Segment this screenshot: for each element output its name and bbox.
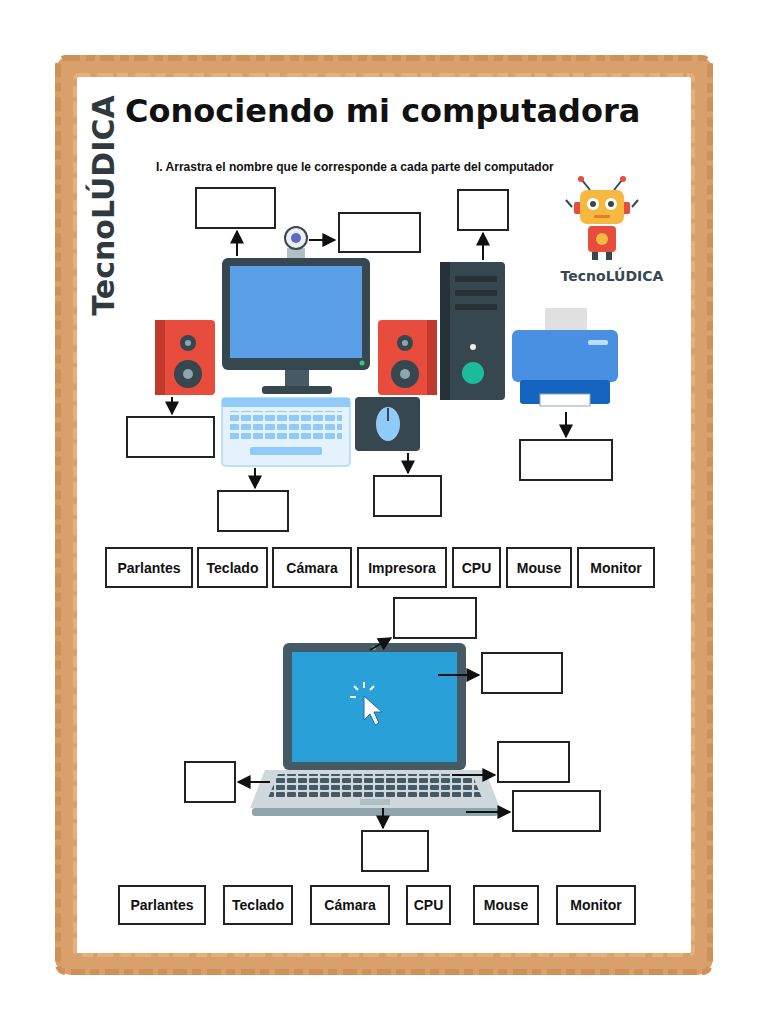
word-box: Mouse [473, 885, 539, 925]
word-label: Mouse [484, 897, 528, 913]
word-box: Cámara [310, 885, 390, 925]
webcam [285, 227, 307, 258]
frame [58, 58, 710, 972]
word-box: Monitor [577, 547, 655, 588]
word-label: Parlantes [130, 897, 193, 913]
word-box: CPU [452, 547, 501, 588]
word-label: Monitor [590, 560, 641, 576]
word-box: Mouse [506, 547, 572, 588]
word-label: Cámara [324, 897, 375, 913]
word-box: Impresora [357, 547, 447, 588]
printer [512, 308, 618, 406]
word-label: Impresora [368, 560, 436, 576]
brand-logo: TecnoLÚDICA [561, 268, 664, 284]
word-label: CPU [462, 560, 492, 576]
speaker-right [378, 320, 437, 395]
word-label: Mouse [517, 560, 561, 576]
leader-arrows [172, 231, 566, 828]
worksheet-title: Conociendo mi computadora [125, 92, 640, 130]
laptop [250, 643, 500, 816]
robot-mascot [566, 176, 638, 260]
word-box: Parlantes [118, 885, 206, 925]
word-label: Teclado [232, 897, 284, 913]
word-box: Teclado [197, 547, 268, 588]
brand-vertical: TecnoLÚDICA [86, 95, 121, 315]
word-box: Cámara [272, 547, 352, 588]
word-label: Cámara [286, 560, 337, 576]
word-box: CPU [406, 885, 451, 925]
word-label: Parlantes [117, 560, 180, 576]
word-box: Parlantes [105, 547, 193, 588]
word-box: Teclado [223, 885, 293, 925]
instruction-text: I. Arrastra el nombre que le corresponde… [156, 160, 554, 174]
mouse [355, 397, 420, 451]
word-label: Teclado [207, 560, 259, 576]
cpu-tower [440, 262, 505, 400]
word-label: CPU [414, 897, 444, 913]
word-label: Monitor [570, 897, 621, 913]
word-box: Monitor [556, 885, 636, 925]
keyboard [222, 398, 350, 466]
answer-boxes [127, 188, 612, 871]
desktop-monitor [222, 258, 370, 394]
speaker-left [155, 320, 215, 395]
